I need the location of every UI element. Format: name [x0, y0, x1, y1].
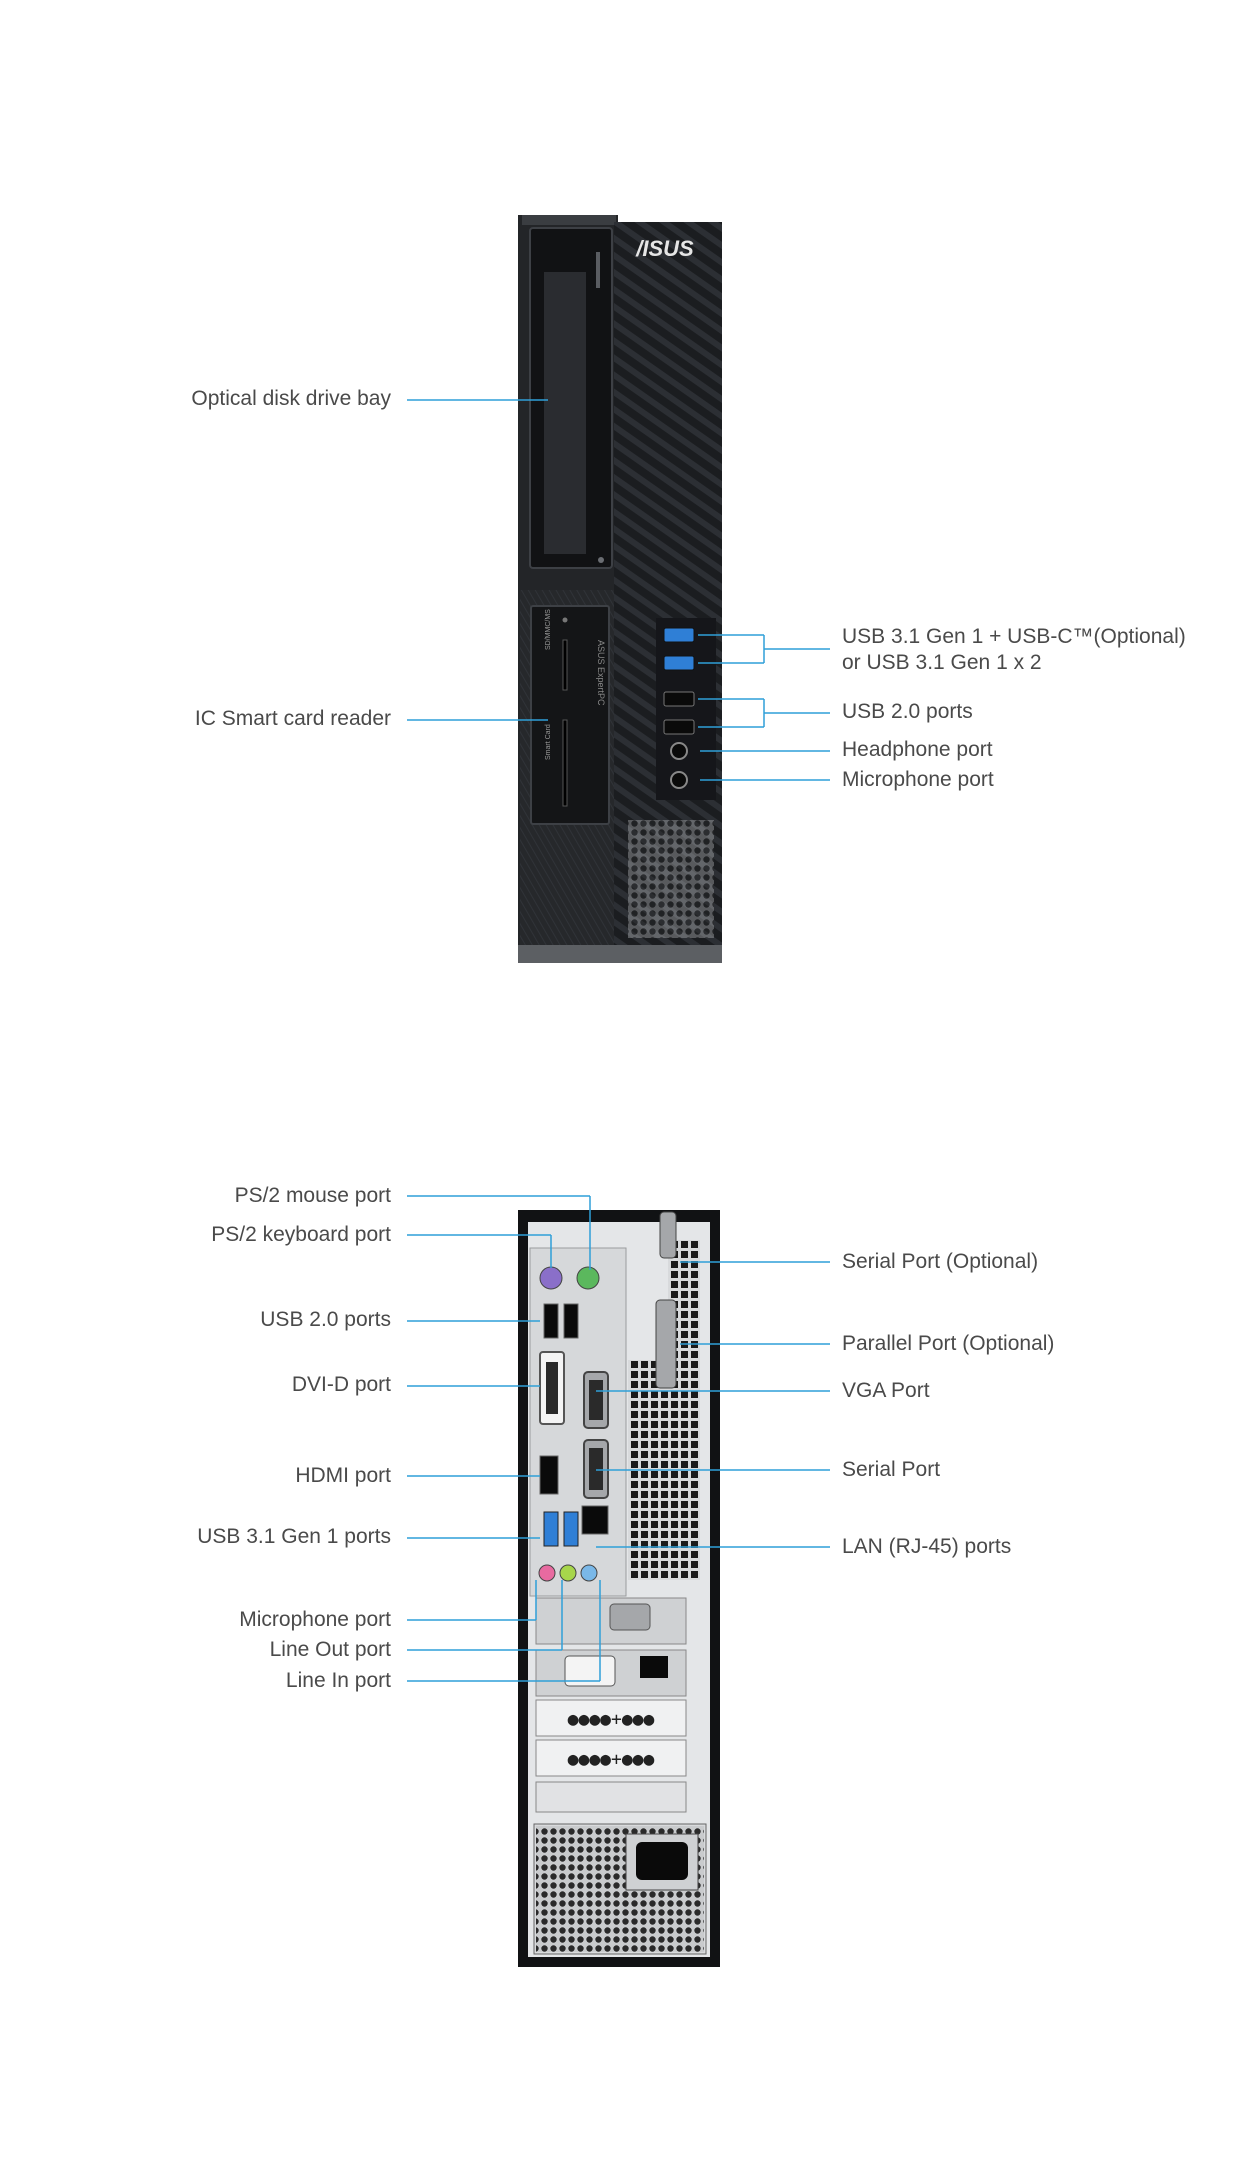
label-headphone-port: Headphone port	[842, 738, 993, 761]
hdmi-connector	[539, 1455, 559, 1495]
label-line-out-port: Line Out port	[269, 1638, 391, 1661]
ps2-keyboard-port	[539, 1266, 563, 1290]
asus-logo: /ISUS	[635, 236, 694, 261]
label-hdmi-port: HDMI port	[295, 1464, 391, 1487]
front-io-panel	[656, 618, 716, 800]
front-leader-lines	[407, 399, 830, 781]
label-front-usb31-line2: or USB 3.1 Gen 1 x 2	[842, 651, 1042, 674]
label-front-usb31: USB 3.1 Gen 1 + USB-C™(Optional) or USB …	[842, 624, 1186, 676]
label-line-in-port: Line In port	[285, 1669, 391, 1692]
front-headphone-jack	[670, 742, 688, 760]
optional-parallel-connector	[655, 1299, 677, 1389]
front-usb3-port-1	[663, 627, 695, 643]
label-rear-usb20-ports: USB 2.0 ports	[260, 1308, 391, 1331]
rear-chassis: ●●●●+●●● ●●●●+●●●	[518, 1210, 720, 1967]
front-usb3-port-2	[663, 655, 695, 671]
card-slot-text: SD/MMC/MS	[545, 609, 552, 650]
label-serial-port-optional: Serial Port (Optional)	[842, 1250, 1039, 1273]
rear-leader-lines	[407, 1195, 830, 1682]
label-rear-microphone-port: Microphone port	[239, 1608, 391, 1631]
label-dvid-port: DVI-D port	[291, 1373, 391, 1396]
rear-usb2-port-1	[543, 1303, 559, 1339]
label-front-usb20-ports: USB 2.0 ports	[842, 700, 973, 723]
label-ic-smart-card-reader: IC Smart card reader	[194, 707, 391, 730]
front-microphone-jack	[670, 771, 688, 789]
front-usb2-port-1	[663, 691, 695, 707]
expansion-slot-5	[535, 1781, 687, 1813]
expansion-slot-3	[535, 1699, 687, 1737]
card-reader-module	[530, 605, 610, 825]
front-chassis: /ISUS ASUS ExpertPC SD/MMC/MS Smart Card	[518, 215, 722, 963]
label-lan-ports: LAN (RJ-45) ports	[842, 1535, 1012, 1558]
front-usb2-port-2	[663, 719, 695, 735]
label-serial-port: Serial Port	[842, 1458, 941, 1481]
rear-lineout-jack	[559, 1564, 577, 1582]
label-ps2-mouse-port: PS/2 mouse port	[234, 1184, 391, 1207]
front-foot	[518, 945, 722, 963]
ps2-mouse-port	[576, 1266, 600, 1290]
label-ps2-keyboard-port: PS/2 keyboard port	[211, 1223, 391, 1246]
power-inlet	[636, 1842, 688, 1880]
label-vga-port: VGA Port	[842, 1379, 930, 1402]
label-front-usb31-line1: USB 3.1 Gen 1 + USB-C™(Optional)	[842, 625, 1186, 648]
label-parallel-port-optional: Parallel Port (Optional)	[842, 1332, 1055, 1355]
rear-usb3-port-2	[563, 1511, 579, 1547]
side-brand-text: ASUS ExpertPC	[596, 640, 606, 706]
rear-linein-jack	[580, 1564, 598, 1582]
odd-tray	[544, 272, 586, 554]
label-front-microphone-port: Microphone port	[842, 768, 994, 791]
expansion-slot-4	[535, 1739, 687, 1777]
rear-usb2-port-2	[563, 1303, 579, 1339]
rear-usb3-port-1	[543, 1511, 559, 1547]
smart-card-slot-text: Smart Card	[545, 724, 552, 760]
svg-text:●●●●+●●●: ●●●●+●●●	[568, 1709, 655, 1730]
label-usb31-gen1-ports: USB 3.1 Gen 1 ports	[197, 1525, 391, 1548]
svg-text:●●●●+●●●: ●●●●+●●●	[568, 1749, 655, 1770]
optional-serial-connector	[659, 1211, 677, 1259]
label-optical-disk-drive-bay: Optical disk drive bay	[191, 387, 391, 410]
lan-connector	[581, 1505, 609, 1535]
rear-mic-jack	[538, 1564, 556, 1582]
